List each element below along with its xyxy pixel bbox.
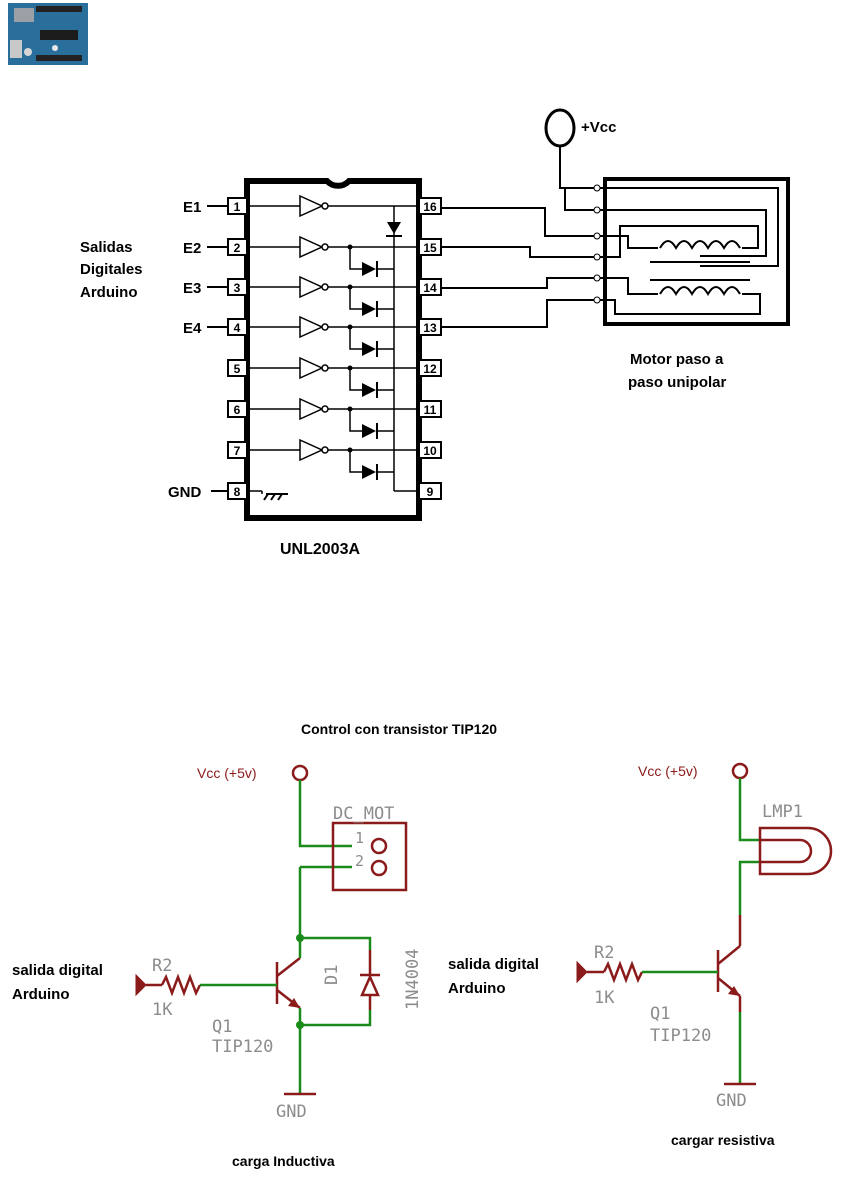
left-pin-number: 1: [234, 200, 241, 214]
motor-label-line1: Motor paso a: [630, 351, 724, 368]
inductive-load-circuit: Vcc (+5v) DC_MOT 1 2 D1 1N4004: [12, 764, 423, 1169]
left-vcc-label: Vcc (+5v): [197, 765, 257, 781]
motor-terminals: [593, 184, 601, 304]
gnd-label: GND: [168, 484, 202, 501]
resistive-load-circuit: Vcc (+5v) LMP1 GND salida digital Arduin…: [448, 762, 833, 1148]
input-group-label-line2: Digitales: [80, 261, 143, 278]
right-transistor-q1-icon: [716, 945, 741, 997]
input-e1-label: E1: [183, 199, 201, 216]
left-pin-number: 3: [234, 281, 241, 295]
right-pin-number: 16: [423, 200, 437, 214]
right-caption: cargar resistiva: [671, 1132, 775, 1148]
diode-d1-icon: [360, 950, 380, 1010]
input-e3-label: E3: [183, 280, 201, 297]
left-gnd-label: GND: [276, 1102, 307, 1122]
stepper-motor-box: [603, 177, 790, 326]
chip-ground-icon: [263, 493, 288, 501]
left-pin-number: 6: [234, 403, 241, 417]
right-pin-number: 15: [423, 241, 437, 255]
clamp-diode-icon: [362, 262, 376, 276]
right-vcc-label: Vcc (+5v): [638, 763, 698, 779]
right-pin-number: 13: [423, 321, 437, 335]
clamp-diode-icon: [362, 424, 376, 438]
right-input-arrow-icon: [576, 960, 588, 984]
buffer-icon: [299, 194, 324, 218]
left-vcc-terminal-icon: [291, 764, 309, 782]
left-input-arrow-icon: [135, 973, 147, 997]
right-pin-number: 14: [423, 281, 437, 295]
right-transistor-part: TIP120: [650, 1026, 711, 1046]
vcc-terminal-icon: [544, 108, 576, 148]
lamp-icon: [758, 826, 833, 876]
section-title: Control con transistor TIP120: [301, 721, 497, 737]
input-group-label-line1: Salidas: [80, 239, 133, 256]
common-diode-icon: [387, 222, 401, 234]
left-input-label-line1: salida digital: [12, 962, 103, 979]
chip-name-label: UNL2003A: [280, 541, 360, 558]
left-input-label-line2: Arduino: [12, 986, 70, 1003]
left-pin-number: 7: [234, 444, 241, 458]
lamp-name: LMP1: [762, 802, 803, 822]
left-pin-number: 2: [234, 241, 241, 255]
right-pin-number: 10: [423, 444, 437, 458]
right-resistor-name: R2: [594, 943, 614, 963]
dc-motor-pin-2: 2: [355, 852, 364, 870]
left-pin-number: 5: [234, 362, 241, 376]
motor-label-line2: paso unipolar: [628, 374, 727, 391]
input-e4-label: E4: [183, 320, 202, 337]
buffer-icon: [299, 275, 324, 299]
right-input-label-line2: Arduino: [448, 980, 506, 997]
chip-internal-circuit: [247, 194, 419, 494]
left-pin-number: 4: [234, 321, 241, 335]
right-pin-row: 16 15 14 13 12 11 10 9: [418, 197, 442, 500]
transistor-q1-icon: [275, 957, 301, 1009]
left-transistor-part: TIP120: [212, 1037, 273, 1057]
input-e2-label: E2: [183, 240, 201, 257]
right-transistor-name: Q1: [650, 1004, 670, 1024]
right-pin-number: 11: [424, 403, 437, 417]
motor-coils-icon: [600, 187, 779, 315]
left-resistor-name: R2: [152, 956, 172, 976]
buffer-icon: [299, 356, 324, 380]
left-pin-number: 8: [234, 485, 241, 499]
buffer-icon: [299, 397, 324, 421]
clamp-diode-icon: [362, 342, 376, 356]
right-vcc-terminal-icon: [731, 762, 749, 780]
left-transistor-name: Q1: [212, 1017, 232, 1037]
dc-motor-name: DC_MOT: [333, 804, 394, 824]
right-pin-number: 12: [423, 362, 437, 376]
right-input-label-line1: salida digital: [448, 956, 539, 973]
buffer-icon: [299, 235, 324, 259]
diode-name: D1: [322, 965, 342, 985]
clamp-diode-icon: [362, 383, 376, 397]
arduino-board-icon: [8, 3, 88, 65]
clamp-diode-icon: [362, 302, 376, 316]
uln2003-diagram: E1 E2 E3 E4 GND Salidas Digitales Arduin…: [80, 108, 790, 558]
right-gnd-label: GND: [716, 1091, 747, 1111]
dc-motor-pin-1: 1: [355, 829, 364, 847]
resistor-r2-icon: [160, 973, 202, 997]
vcc-label: +Vcc: [581, 119, 616, 136]
buffer-icon: [299, 438, 324, 462]
right-resistor-r2-icon: [602, 960, 644, 984]
clamp-diode-icon: [362, 465, 376, 479]
left-resistor-value: 1K: [152, 1000, 173, 1020]
left-caption: carga Inductiva: [232, 1153, 335, 1169]
right-resistor-value: 1K: [594, 988, 615, 1008]
buffer-icon: [299, 315, 324, 339]
right-pin-number: 9: [427, 485, 434, 499]
dc-motor-block: [331, 821, 408, 892]
diode-part: 1N4004: [403, 949, 423, 1010]
input-group-label-line3: Arduino: [80, 284, 138, 301]
